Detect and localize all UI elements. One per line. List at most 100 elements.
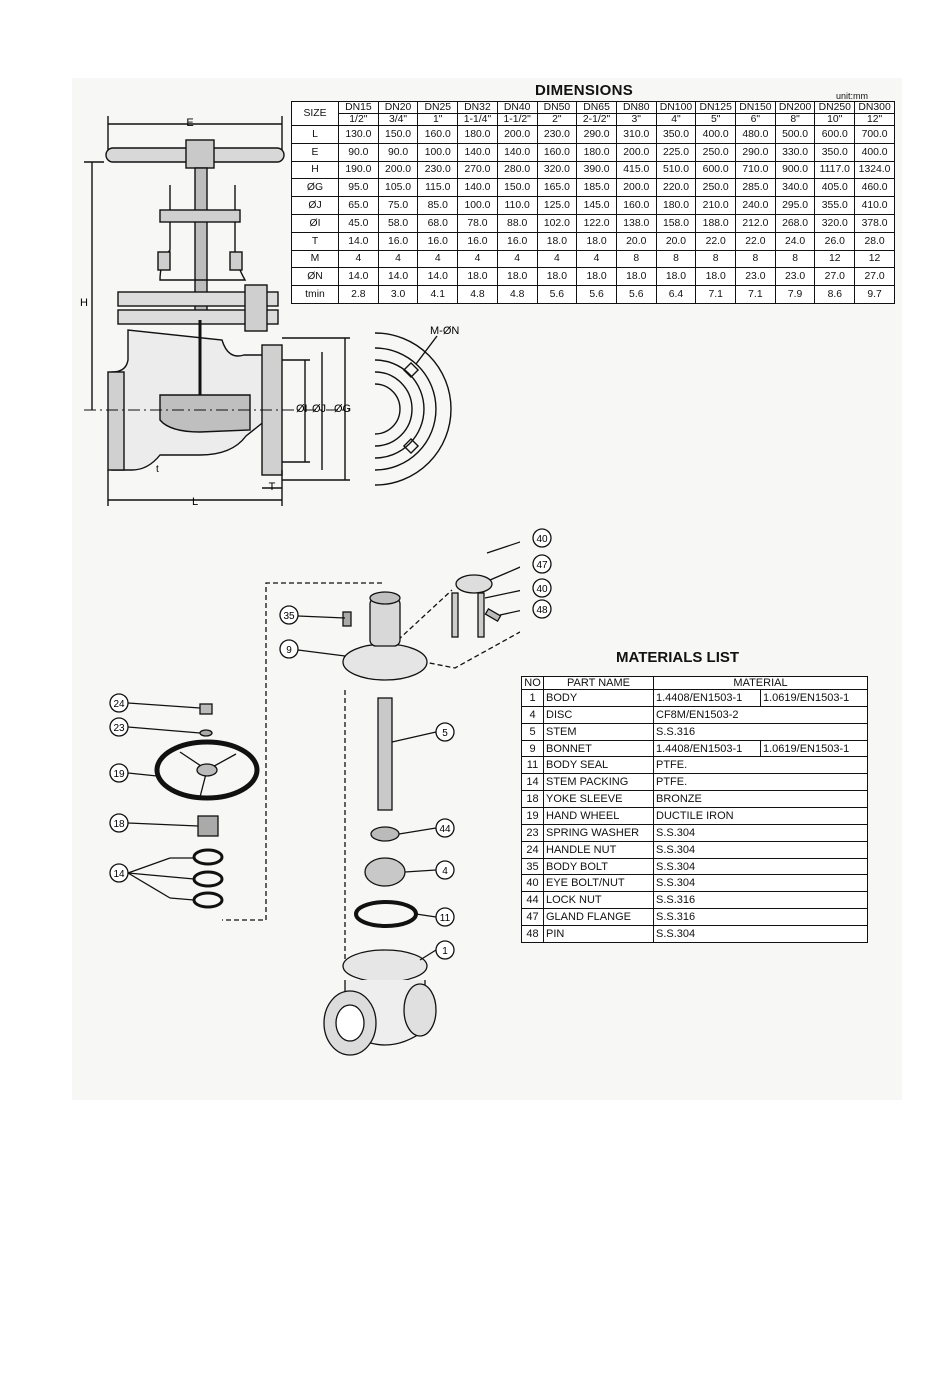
material-alternate: 1.0619/EN1503-1 [759,689,869,707]
row-label: M [291,249,339,269]
dimension-cell: 65.0 [338,196,379,215]
inch-cell: 6" [735,113,776,126]
dimension-cell: 158.0 [655,213,697,233]
dn-cell: DN300 [854,101,895,114]
dimension-cell: 160.0 [615,196,657,215]
inch-cell: 1" [417,113,459,126]
dimension-cell: 4 [377,249,419,269]
dimension-cell: 27.0 [854,267,895,287]
dimension-cell: 20.0 [615,231,657,251]
part-no: 14 [521,773,544,792]
inch-cell: 8" [774,113,816,126]
dimension-cell: 6.4 [655,285,697,304]
dimension-cell: 18.0 [496,267,538,287]
dimension-cell: 295.0 [774,196,816,215]
dn-header-row: SIZE DN15 DN20 DN25 DN32 DN40 DN50 DN65 … [291,101,895,126]
header-part-name: PART NAME [543,676,654,690]
inch-header-row: 1/2" 3/4" 1" 1-1/4" 1-1/2" 2" 2-1/2" 3" … [292,113,895,126]
dimension-cell: 23.0 [774,267,816,287]
upper-callouts: 40 47 40 48 [532,528,552,619]
part-no: 9 [521,739,544,758]
dimension-cell: 7.9 [774,285,816,304]
dimension-cell: 5.6 [576,285,617,304]
label-t: T [269,481,276,493]
material-primary: 1.4408/EN1503-1 [653,689,761,707]
dimension-cell: 122.0 [576,213,617,233]
dimension-cell: 18.0 [536,231,578,251]
dimension-cell: 58.0 [377,213,419,233]
dimension-cell: 355.0 [814,196,856,215]
part-name: GLAND FLANGE [543,908,654,927]
dn-cell: DN25 [417,101,459,114]
dimension-cell: 290.0 [576,125,617,144]
dimension-cell: 230.0 [536,125,578,144]
dimension-cell: 140.0 [457,142,498,162]
dimension-cell: 220.0 [655,178,697,198]
dimension-cell: 150.0 [377,125,419,144]
dimension-cell: 480.0 [735,125,776,144]
dimension-cell: 8 [774,249,816,269]
dimension-cell: 88.0 [496,213,538,233]
dimension-cell: 210.0 [695,196,737,215]
dimensions-table: SIZE DN15 DN20 DN25 DN32 DN40 DN50 DN65 … [291,101,895,304]
dimension-cell: 5.6 [536,285,578,304]
dimension-cell: 460.0 [854,178,895,198]
part-name: BODY SEAL [543,756,654,775]
dn-cell: DN100 [655,101,697,114]
inch-cell: 5" [695,113,737,126]
row-label: E [291,142,339,162]
dimension-cell: 165.0 [536,178,578,198]
dimension-cell: 2.8 [338,285,379,304]
header-material: MATERIAL [652,676,869,690]
dimension-cell: 26.0 [814,231,856,251]
dimension-cell: 105.0 [377,178,419,198]
dimension-cell: 150.0 [496,178,538,198]
dimension-cell: 27.0 [814,267,856,287]
dimension-cell: 125.0 [536,196,578,215]
label-oj: ØJ [312,403,326,415]
label-og: ØG [334,403,351,415]
part-name: STEM [543,722,654,741]
row-label: ØN [291,267,339,287]
inch-cell: 10" [814,113,856,126]
dimension-cell: 180.0 [576,142,617,162]
label-l: L [192,496,198,508]
materials-header-row: NO PART NAME MATERIAL [521,676,869,690]
dimension-cell: 130.0 [338,125,379,144]
part-no: 35 [521,857,544,876]
material-primary: S.S.316 [652,908,869,927]
inch-cell: 12" [854,113,895,126]
row-label: T [291,231,339,251]
dimension-cell: 410.0 [854,196,895,215]
dimension-cell: 280.0 [496,160,538,180]
inch-cell: 3/4" [377,113,419,126]
dimension-cell: 12 [814,249,856,269]
part-no: 24 [521,840,544,859]
callout-48: 48 [536,605,548,616]
dimension-cell: 20.0 [655,231,697,251]
row-label: L [291,125,339,144]
dimension-cell: 160.0 [417,125,459,144]
dimension-cell: 4 [496,249,538,269]
dimension-cell: 102.0 [536,213,578,233]
label-h: H [80,297,88,309]
dimension-cell: 320.0 [814,213,856,233]
dn-cell: DN150 [735,101,776,114]
material-primary: 1.4408/EN1503-1 [653,739,761,758]
part-name: BODY BOLT [543,857,654,876]
dimension-cell: 75.0 [377,196,419,215]
part-name: EYE BOLT/NUT [543,874,654,893]
dimension-cell: 250.0 [695,178,737,198]
part-name: DISC [543,705,654,724]
material-primary: PTFE. [652,773,869,792]
